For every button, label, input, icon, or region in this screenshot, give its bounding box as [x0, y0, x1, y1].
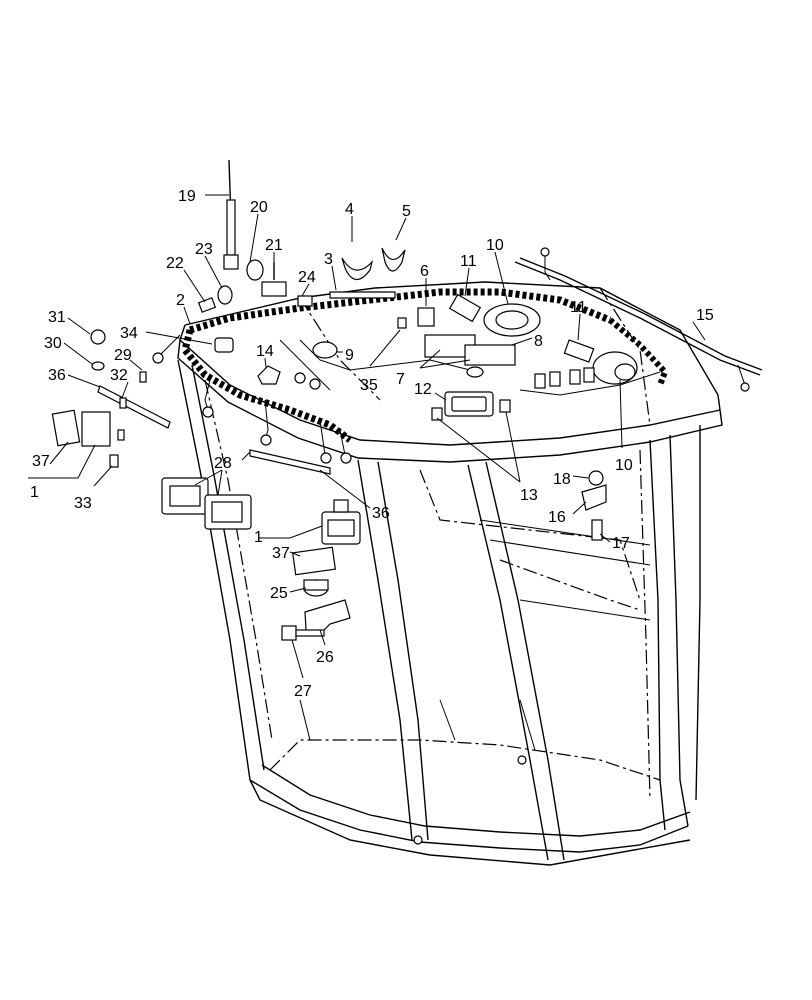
callout-labels: 19 20 21 22 23 4 5 3 24 6 11 10 11 15 2 …: [30, 188, 714, 700]
callout-36b: 36: [372, 505, 390, 522]
callout-11b: 11: [570, 299, 587, 316]
callout-1b: 1: [254, 529, 263, 546]
callout-27: 27: [294, 683, 312, 700]
callout-29: 29: [114, 347, 132, 364]
callout-15: 15: [696, 307, 714, 324]
small-parts: [51, 247, 763, 641]
callout-25: 25: [270, 585, 288, 602]
antenna: [223, 159, 287, 297]
callout-34: 34: [120, 325, 138, 342]
callout-36: 36: [48, 367, 66, 384]
callout-28: 28: [214, 455, 232, 472]
callout-5: 5: [402, 203, 411, 220]
callout-12: 12: [414, 381, 432, 398]
callout-37: 37: [32, 453, 50, 470]
cab-frame: [177, 281, 723, 866]
callout-2: 2: [176, 292, 185, 309]
callout-8: 8: [534, 333, 543, 350]
callout-9: 9: [345, 347, 354, 364]
callout-31: 31: [48, 309, 66, 326]
callout-26: 26: [316, 649, 334, 666]
callout-16: 16: [548, 509, 566, 526]
callout-3: 3: [324, 251, 333, 268]
callout-11: 11: [460, 253, 477, 270]
callout-33: 33: [74, 495, 92, 512]
callout-18: 18: [553, 471, 571, 488]
callout-37b: 37: [272, 545, 290, 562]
callout-24: 24: [298, 269, 316, 286]
leader-lines: [28, 194, 706, 679]
callout-22: 22: [166, 255, 184, 272]
callout-14: 14: [256, 343, 274, 360]
callout-21: 21: [265, 237, 283, 254]
callout-19: 19: [178, 188, 196, 205]
callout-30: 30: [44, 335, 62, 352]
callout-10: 10: [486, 237, 504, 254]
callout-1: 1: [30, 484, 39, 501]
callout-10b: 10: [615, 457, 633, 474]
callout-23: 23: [195, 241, 213, 258]
callout-6: 6: [420, 263, 429, 280]
callout-32: 32: [110, 367, 128, 384]
callout-35: 35: [360, 377, 378, 394]
callout-20: 20: [250, 199, 268, 216]
callout-17: 17: [612, 535, 630, 552]
callout-7: 7: [396, 371, 405, 388]
callout-13: 13: [520, 487, 538, 504]
callout-4: 4: [345, 201, 354, 218]
